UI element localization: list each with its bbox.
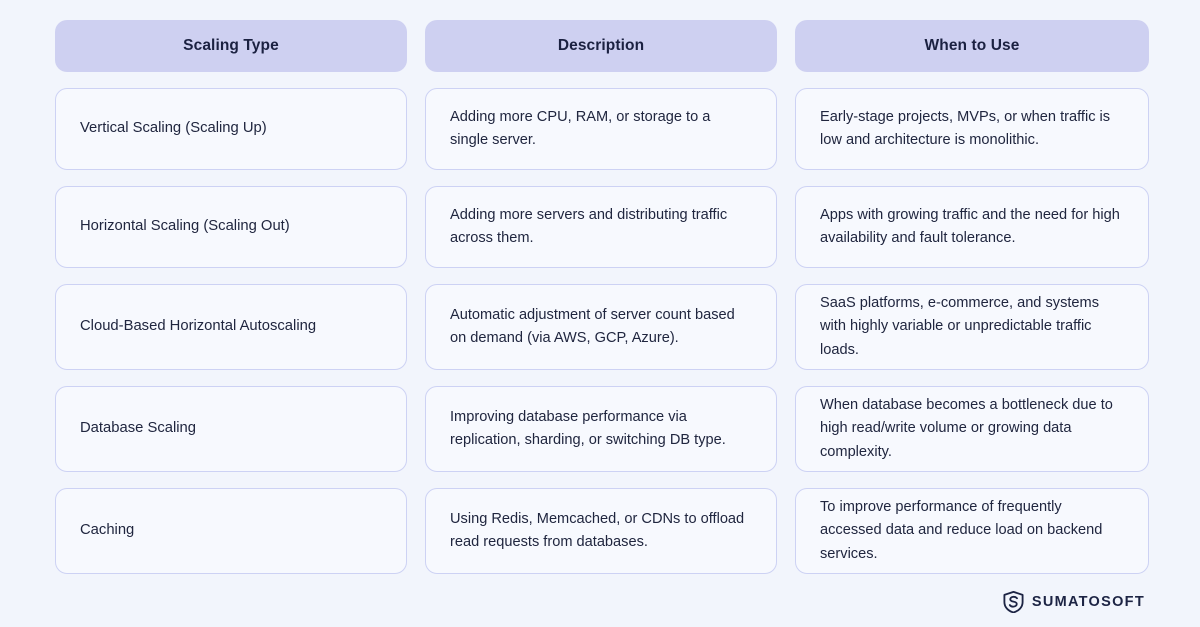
cell-scaling-type: Caching [55, 488, 407, 574]
cell-text: Database Scaling [80, 420, 196, 437]
scaling-comparison-table: Scaling Type Description When to Use Ver… [55, 20, 1149, 574]
cell-description: Adding more CPU, RAM, or storage to a si… [425, 88, 777, 170]
table-header-row: Scaling Type Description When to Use [55, 20, 1149, 72]
cell-text: Improving database performance via repli… [450, 408, 726, 448]
table-row: Vertical Scaling (Scaling Up) Adding mor… [55, 88, 1149, 170]
cell-when-to-use: Apps with growing traffic and the need f… [795, 186, 1149, 268]
cell-text: When database becomes a bottleneck due t… [820, 397, 1113, 460]
cell-scaling-type: Vertical Scaling (Scaling Up) [55, 88, 407, 170]
cell-text: Using Redis, Memcached, or CDNs to offlo… [450, 510, 745, 550]
cell-scaling-type: Database Scaling [55, 386, 407, 472]
cell-text: Apps with growing traffic and the need f… [820, 206, 1120, 246]
cell-scaling-type: Cloud-Based Horizontal Autoscaling [55, 284, 407, 370]
cell-when-to-use: Early-stage projects, MVPs, or when traf… [795, 88, 1149, 170]
cell-text: Horizontal Scaling (Scaling Out) [80, 218, 290, 235]
cell-when-to-use: SaaS platforms, e-commerce, and systems … [795, 284, 1149, 370]
cell-description: Adding more servers and distributing tra… [425, 186, 777, 268]
table-row: Database Scaling Improving database perf… [55, 386, 1149, 472]
cell-description: Improving database performance via repli… [425, 386, 777, 472]
cell-text: To improve performance of frequently acc… [820, 499, 1103, 562]
table-row: Horizontal Scaling (Scaling Out) Adding … [55, 186, 1149, 268]
cell-text: Adding more CPU, RAM, or storage to a si… [450, 108, 711, 148]
cell-text: Adding more servers and distributing tra… [450, 206, 728, 246]
cell-scaling-type: Horizontal Scaling (Scaling Out) [55, 186, 407, 268]
column-header-scaling-type: Scaling Type [55, 20, 407, 72]
table-row: Caching Using Redis, Memcached, or CDNs … [55, 488, 1149, 574]
brand-footer: SUMATOSOFT [1003, 591, 1145, 613]
cell-text: SaaS platforms, e-commerce, and systems … [820, 295, 1099, 358]
brand-name: SUMATOSOFT [1031, 594, 1145, 610]
cell-description: Automatic adjustment of server count bas… [425, 284, 777, 370]
cell-when-to-use: To improve performance of frequently acc… [795, 488, 1149, 574]
column-header-description: Description [425, 20, 777, 72]
cell-text: Cloud-Based Horizontal Autoscaling [80, 318, 317, 335]
cell-description: Using Redis, Memcached, or CDNs to offlo… [425, 488, 777, 574]
cell-text: Early-stage projects, MVPs, or when traf… [820, 108, 1111, 148]
shield-s-icon [1003, 591, 1024, 613]
cell-text: Vertical Scaling (Scaling Up) [80, 120, 267, 137]
column-header-when-to-use: When to Use [795, 20, 1149, 72]
cell-when-to-use: When database becomes a bottleneck due t… [795, 386, 1149, 472]
cell-text: Caching [80, 522, 135, 539]
cell-text: Automatic adjustment of server count bas… [450, 306, 735, 346]
table-row: Cloud-Based Horizontal Autoscaling Autom… [55, 284, 1149, 370]
